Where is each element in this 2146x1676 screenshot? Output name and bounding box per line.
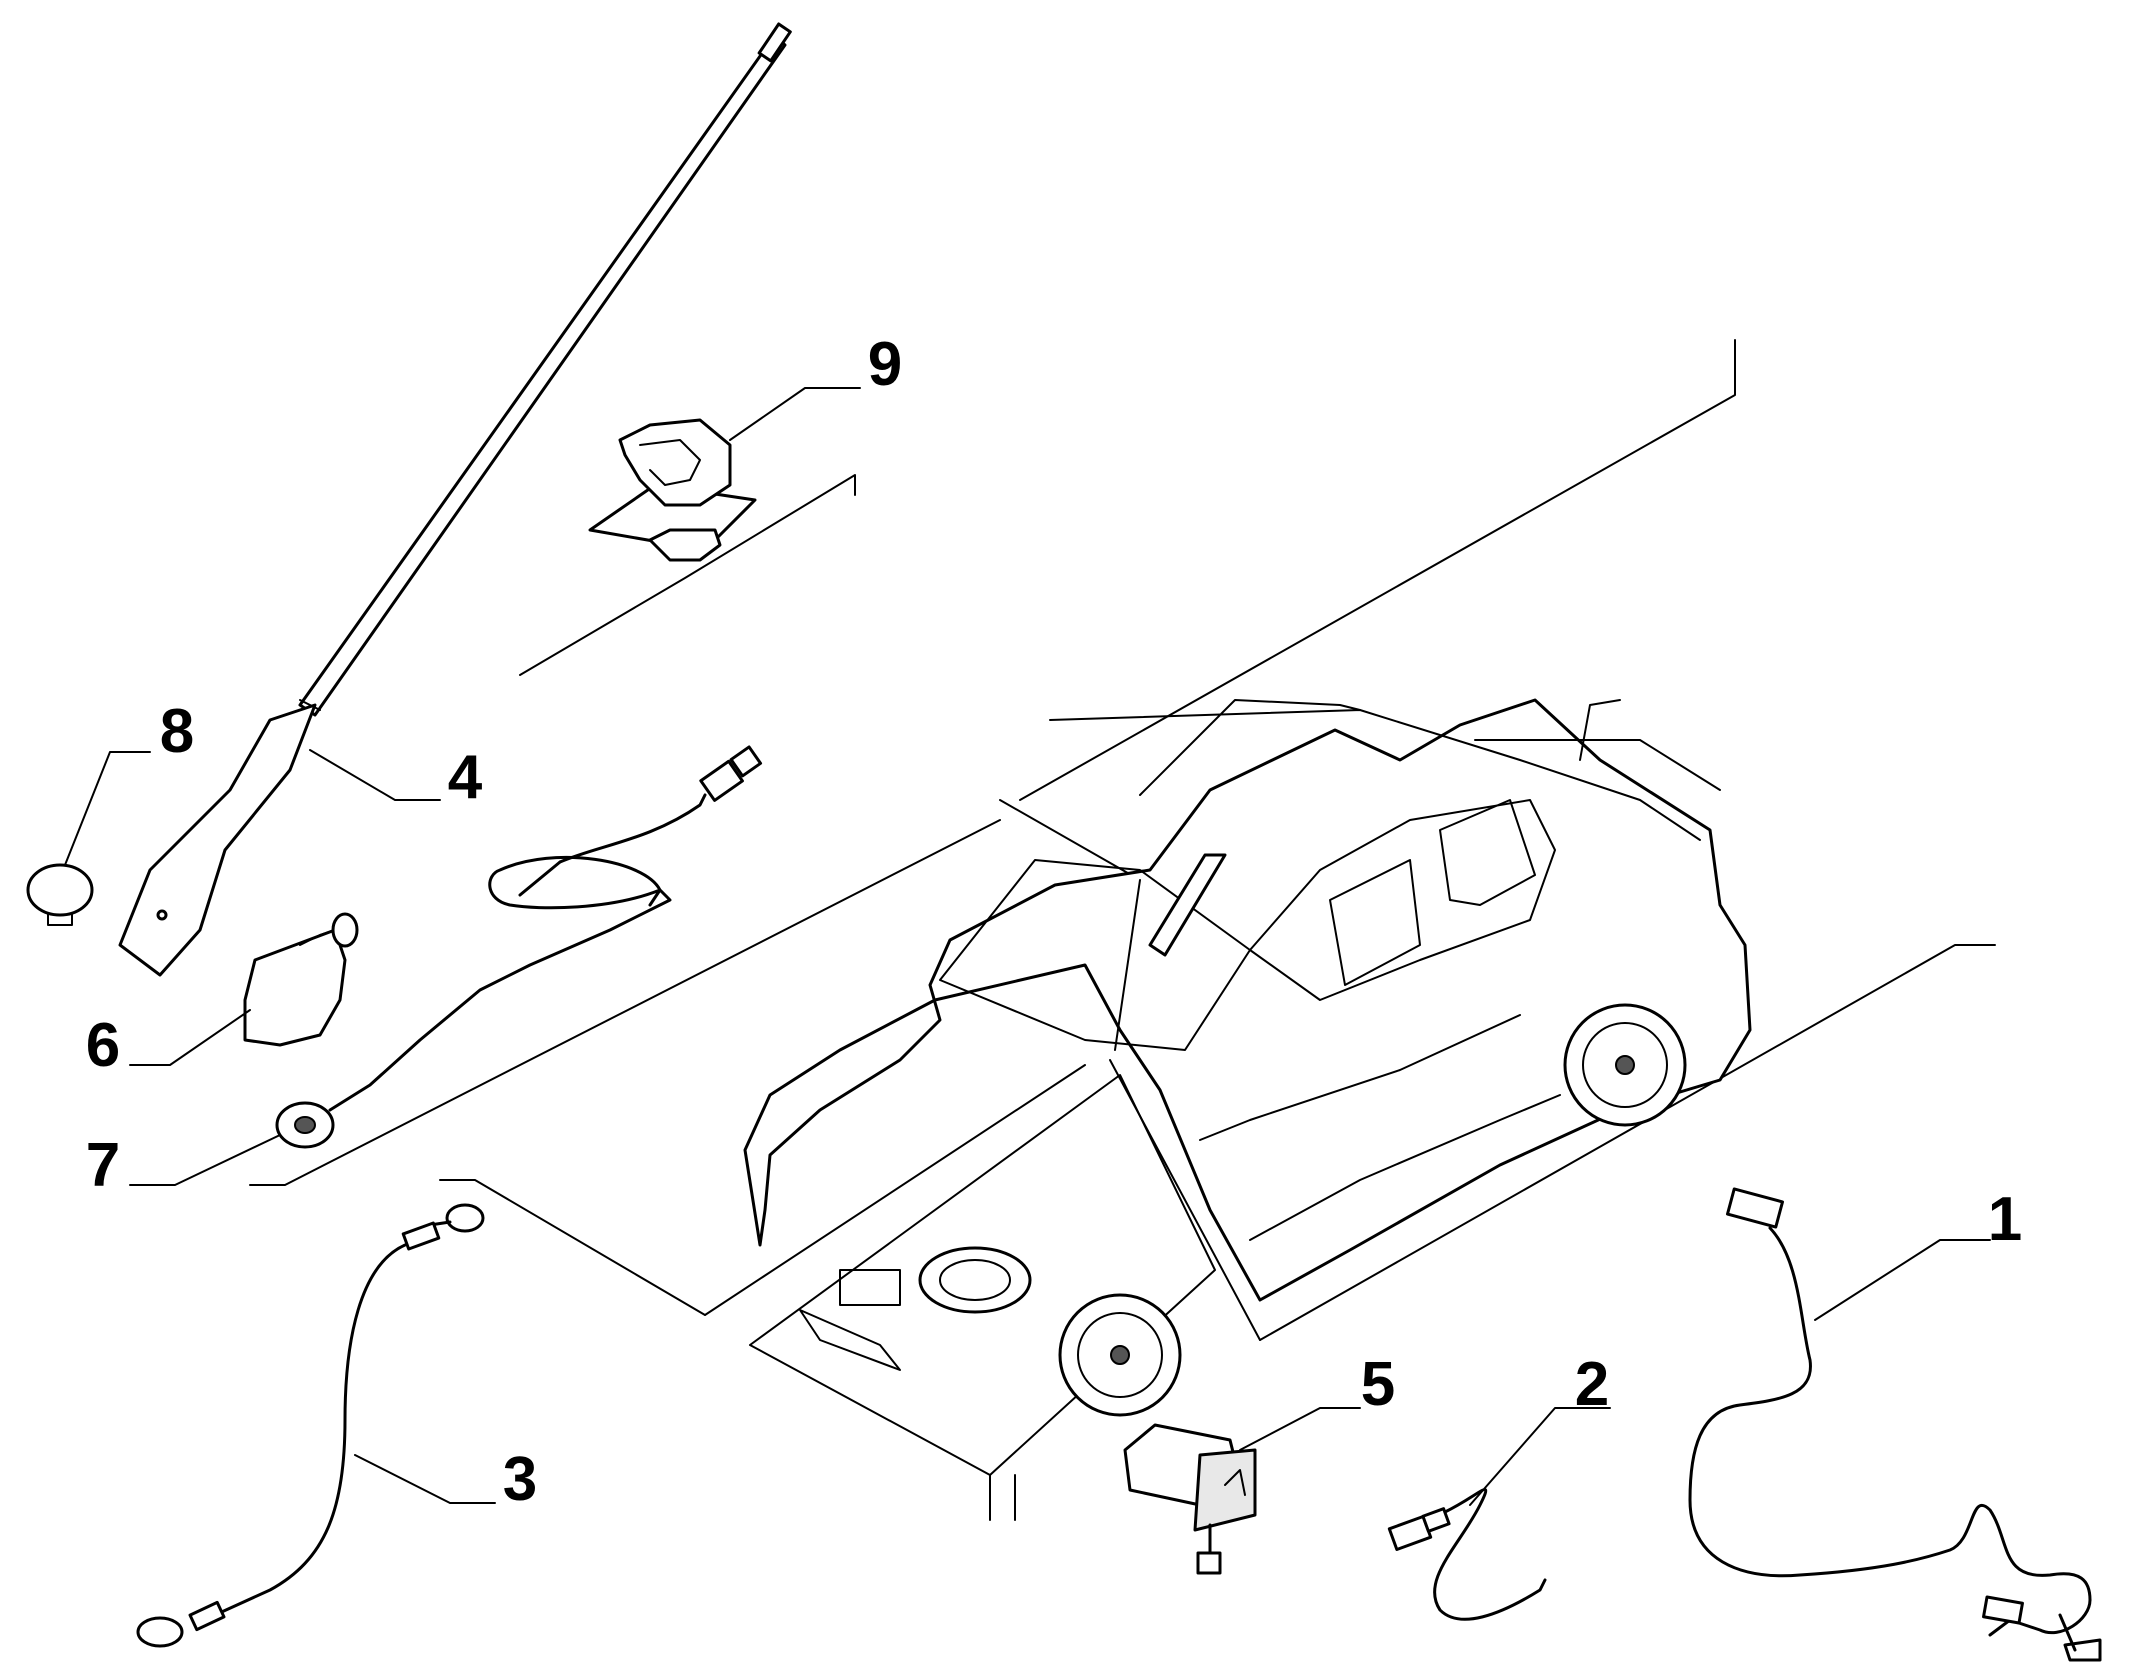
wiring-harness-icon (1688, 1187, 2102, 1662)
leader-lines (64, 387, 1991, 1506)
cap-icon (26, 863, 94, 926)
callout-3: 3 (502, 1445, 538, 1514)
callout-1: 1 (1987, 1185, 2023, 1254)
antenna-base-icon (243, 912, 359, 1047)
callout-8: 8 (159, 697, 195, 766)
guide-lines (249, 339, 1996, 1521)
pickup-truck-icon (743, 698, 1752, 1417)
antenna-mast-icon (118, 22, 792, 977)
callout-5: 5 (1360, 1350, 1396, 1419)
callout-6: 6 (85, 1011, 121, 1080)
callout-4: 4 (447, 743, 483, 812)
grommet-icon (275, 745, 763, 1149)
short-cable-icon (1387, 1488, 1547, 1621)
ground-cable-icon (136, 1203, 485, 1648)
callout-9: 9 (867, 330, 903, 399)
callout-2: 2 (1574, 1350, 1610, 1419)
bracket-icon (588, 418, 757, 562)
socket-icon (1123, 1423, 1257, 1575)
callout-7: 7 (85, 1131, 121, 1200)
